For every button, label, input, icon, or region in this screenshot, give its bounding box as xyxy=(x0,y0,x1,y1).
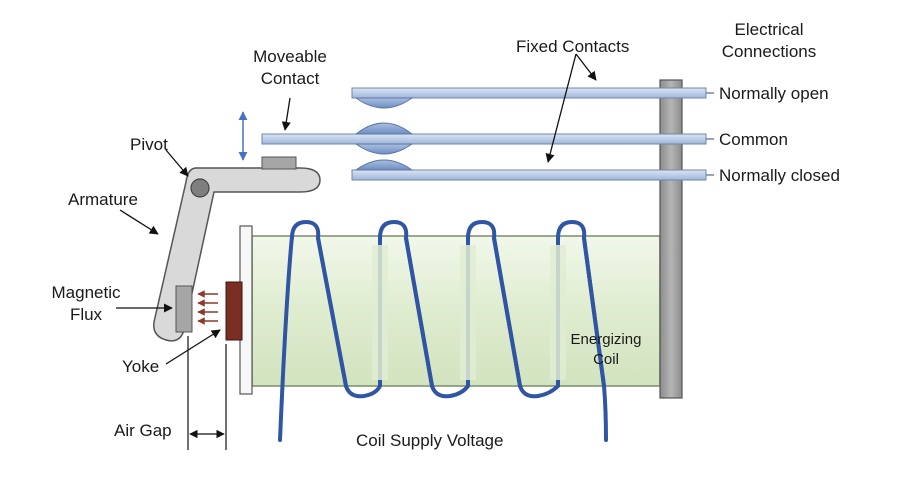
contact-bar-normally-open xyxy=(351,87,707,109)
contact-bar-common xyxy=(261,122,707,155)
fixed-contacts-label: Fixed Contacts xyxy=(516,37,629,56)
contact-bar-normally-closed xyxy=(351,159,707,181)
armature-label: Armature xyxy=(68,190,138,209)
electrical-connections-label-line2: Connections xyxy=(722,42,817,61)
air-gap-dimension xyxy=(187,336,227,450)
terminal-leads xyxy=(706,92,714,176)
magnetic-flux-label-line1: Magnetic xyxy=(52,283,121,302)
coil-supply-voltage-label: Coil Supply Voltage xyxy=(356,431,503,450)
pivot-label: Pivot xyxy=(130,135,168,154)
pivot-point xyxy=(190,178,210,198)
coil-wire-back-mask xyxy=(372,245,566,380)
magnetic-flux-arrows xyxy=(197,290,218,325)
moveable-contact-label-line2: Contact xyxy=(261,69,320,88)
magnetic-flux-label-line2: Flux xyxy=(70,305,103,324)
moveable-contact-pad xyxy=(261,156,297,170)
leader-arrows xyxy=(116,53,597,365)
terminal-post xyxy=(659,79,683,399)
armature-pole xyxy=(175,285,193,333)
yoke xyxy=(225,281,243,341)
armature xyxy=(153,167,321,342)
energizing-coil-label-line2: Coil xyxy=(593,351,619,368)
yoke-label: Yoke xyxy=(122,357,159,376)
normally-closed-label: Normally closed xyxy=(719,166,840,185)
normally-open-label: Normally open xyxy=(719,84,829,103)
coil-wire-front xyxy=(316,236,606,388)
electrical-connections-label-line1: Electrical xyxy=(735,20,804,39)
common-label: Common xyxy=(719,130,788,149)
air-gap-label: Air Gap xyxy=(114,421,172,440)
energizing-coil-label-line1: Energizing xyxy=(571,331,642,348)
moveable-contact-label-line1: Moveable xyxy=(253,47,327,66)
